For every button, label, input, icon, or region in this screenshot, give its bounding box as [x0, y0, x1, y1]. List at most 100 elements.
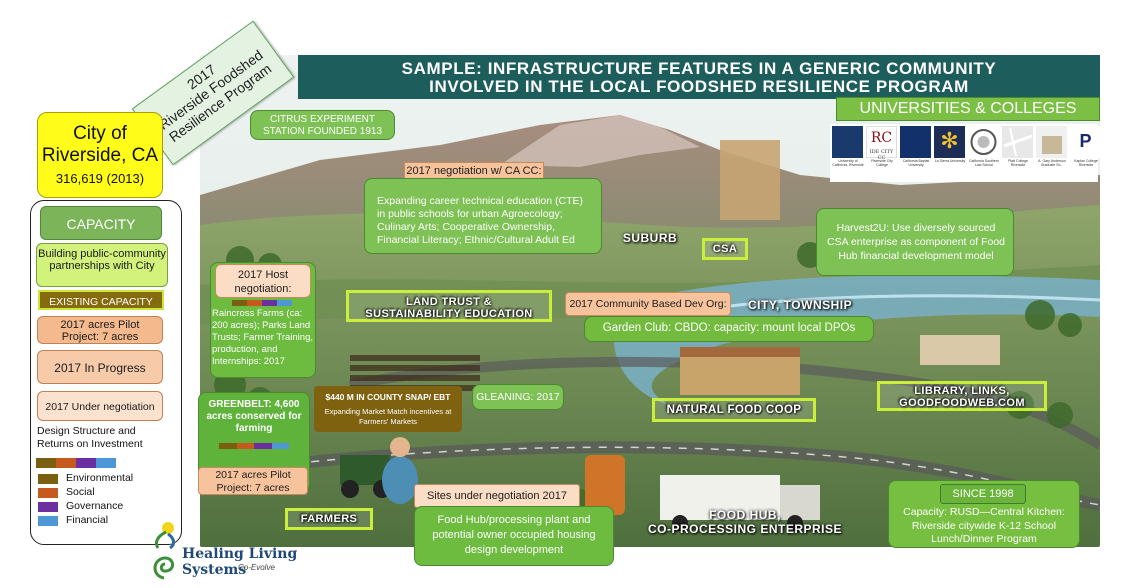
seal-icon: [970, 129, 997, 155]
legend-item-environmental: Environmental: [38, 472, 168, 486]
raincross-farms-text: Raincross Farms (ca: 200 acres); Parks L…: [212, 308, 314, 367]
bar-financial: [271, 443, 289, 449]
bar-environmental: [219, 443, 237, 449]
university-logo-platt: [1002, 126, 1033, 158]
snap-ebt-title: $440 M IN COUNTY SNAP/ EBT: [325, 392, 451, 402]
csa-label: CSA: [702, 238, 748, 260]
design-structure-text: Design Structure and Returns on Investme…: [37, 425, 167, 451]
city-name-line2: Riverside, CA: [41, 145, 159, 166]
building-partnerships-label: Building public-community partnerships w…: [36, 243, 168, 287]
bar-governance: [262, 300, 277, 306]
land-trust-label: LAND TRUST & SUSTAINABILITY EDUCATION: [346, 290, 552, 322]
design-structure-line2: Returns on Investment: [37, 438, 143, 450]
legend-swatch: [38, 474, 58, 484]
university-logo-rcc: RC IDE CITY CC: [866, 126, 897, 161]
legend-bar-environmental: [36, 458, 56, 468]
snap-ebt-body: Expanding Market Match incentives at Far…: [324, 407, 452, 426]
legend-color-bar: [36, 458, 116, 468]
legend-label: Financial: [66, 514, 109, 526]
city-box: City of Riverside, CA 316,619 (2013): [37, 112, 163, 198]
header-title-line1: SAMPLE: INFRASTRUCTURE FEATURES IN A GEN…: [401, 59, 997, 78]
food-hub-label: FOOD HUB, CO-PROCESSING ENTERPRISE: [640, 508, 850, 536]
legend-swatch: [38, 516, 58, 526]
citrus-station-label: CITRUS EXPERIMENT STATION FOUNDED 1913: [250, 110, 395, 140]
healing-living-systems-logo: Healing Living Systems Co-Evolve: [148, 520, 348, 584]
natural-food-coop-label: NATURAL FOOD COOP: [652, 398, 816, 422]
logo-title: Healing Living Systems: [182, 546, 298, 578]
pilot-project-line2: Project: 7 acres: [216, 482, 290, 494]
since-1998-badge: SINCE 1998: [940, 484, 1026, 504]
library-line2: GOODFOODWEB.COM: [899, 397, 1025, 409]
pilot-project-card: 2017 acres Pilot Project: 7 acres: [198, 467, 308, 495]
university-caption: Platt College Riverside: [1008, 159, 1028, 168]
kaplan-mark: P: [1079, 131, 1092, 151]
capacity-heading: CAPACITY: [40, 206, 162, 240]
legend-label: Social: [66, 486, 95, 498]
existing-capacity-label: EXISTING CAPACITY: [38, 290, 164, 310]
university-logo-calsouthern: [968, 126, 999, 158]
rusd-central-kitchen-text: Capacity: RUSD—Central Kitchen: Riversid…: [903, 506, 1065, 545]
city-township-label: CITY, TOWNSHIP: [748, 298, 853, 312]
legend-swatch: [38, 502, 58, 512]
food-hub-line2: CO-PROCESSING ENTERPRISE: [647, 522, 843, 536]
harvest2u-note: Harvest2U: Use diversely sourced CSA ent…: [816, 208, 1014, 276]
food-hub-line1: FOOD HUB,: [709, 508, 781, 522]
header-title-line2: INVOLVED IN THE LOCAL FOODSHED RESILIENC…: [429, 77, 969, 96]
legend-item-social: Social: [38, 486, 168, 500]
farmers-label: FARMERS: [285, 508, 373, 530]
library-line1: LIBRARY, LINKS,: [914, 385, 1010, 397]
university-logo-kaplan: P: [1070, 126, 1101, 158]
food-hub-sites-note: Food Hub/processing plant and potential …: [414, 506, 614, 566]
greenbelt-text: GREENBELT: 4,600 acres conserved for far…: [206, 399, 302, 434]
land-trust-line2: SUSTAINABILITY EDUCATION: [365, 308, 533, 320]
cte-description: Expanding career technical education (CT…: [364, 178, 602, 254]
legend-bar-governance: [76, 458, 96, 468]
university-caption: A. Gary Anderson Graduate Sc...: [1038, 159, 1066, 168]
sites-negotiation-label: Sites under negotiation 2017: [414, 484, 580, 508]
university-caption: California Southern Law School: [969, 159, 999, 168]
bar-social: [247, 300, 262, 306]
legend-label: Governance: [66, 500, 124, 512]
university-logos-strip: University of California, Riverside RC I…: [830, 124, 1101, 182]
university-caption: Kaplan College Riverside: [1074, 159, 1098, 168]
city-population: 316,619 (2013): [55, 171, 145, 186]
rcc-mark: RC: [870, 130, 893, 146]
design-structure-line1: Design Structure and: [37, 425, 136, 437]
bar-governance: [254, 443, 272, 449]
library-links-label: LIBRARY, LINKS, GOODFOODWEB.COM: [877, 381, 1047, 411]
legend-item-financial: Financial: [38, 514, 168, 528]
legend-bar-social: [56, 458, 76, 468]
universities-heading: UNIVERSITIES & COLLEGES: [836, 97, 1100, 121]
bar-financial: [277, 300, 292, 306]
rcc-mark-sub: IDE CITY CC: [869, 149, 894, 161]
pilot-project-line2: Project: 7 acres: [61, 331, 139, 343]
pilot-project-line1: 2017 acres Pilot: [60, 319, 140, 331]
map-icon: [1003, 127, 1033, 157]
community-org-label: 2017 Community Based Dev Org:: [565, 292, 731, 316]
university-logo-cbu: [900, 126, 931, 158]
bar-social: [236, 443, 254, 449]
greenbelt-legend-bar: [219, 443, 289, 449]
garden-club-note: Garden Club: CBDO: capacity: mount local…: [584, 316, 874, 342]
gleaning-label: GLEANING: 2017: [472, 384, 564, 410]
bar-environmental: [232, 300, 247, 306]
legend-item-governance: Governance: [38, 500, 168, 514]
university-logo-ucr: [832, 126, 863, 158]
pilot-project-line1: 2017 acres Pilot: [215, 469, 291, 481]
in-progress-label: 2017 In Progress: [37, 350, 163, 384]
legend-label: Environmental: [66, 472, 134, 484]
city-name-line1: City of: [73, 123, 127, 144]
header-banner: SAMPLE: INFRASTRUCTURE FEATURES IN A GEN…: [298, 55, 1100, 99]
building-icon: [1042, 136, 1062, 154]
host-legend-bar: [232, 300, 292, 306]
pilot-project-label: 2017 acres Pilot Project: 7 acres: [37, 316, 163, 344]
under-negotiation-label: 2017 Under negotiation: [37, 391, 163, 421]
university-caption: Riverside City College: [871, 159, 893, 168]
land-trust-line1: LAND TRUST &: [405, 296, 493, 308]
university-caption: California Baptist University: [902, 159, 930, 168]
university-caption: University of California, Riverside: [832, 159, 864, 168]
legend-swatch: [38, 488, 58, 498]
university-logo-lasierra: ✻: [934, 126, 965, 158]
suburb-label: SUBURB: [622, 231, 678, 245]
snap-ebt-card: $440 M IN COUNTY SNAP/ EBT Expanding Mar…: [314, 386, 462, 432]
